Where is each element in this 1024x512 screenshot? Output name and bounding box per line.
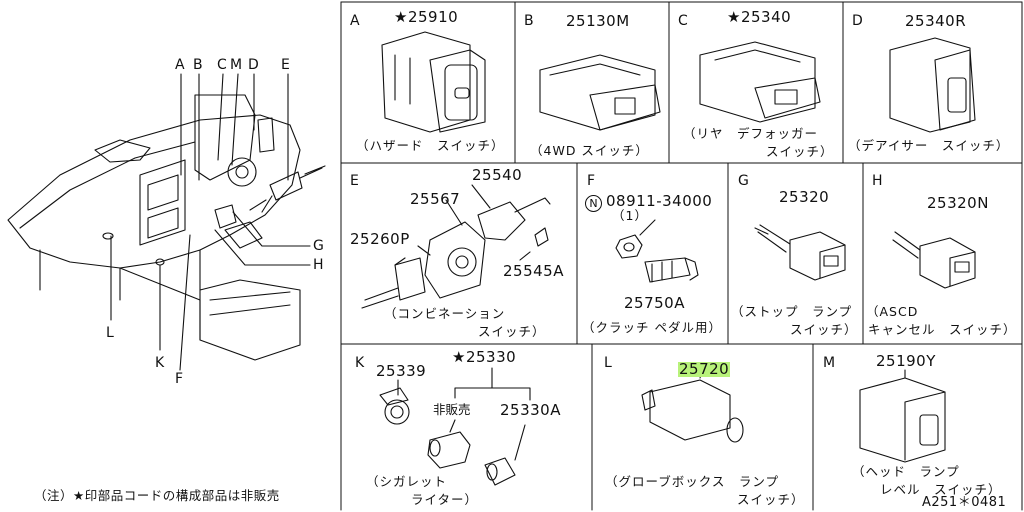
callout-A[interactable]: A (175, 57, 185, 73)
callout-H[interactable]: H (313, 257, 324, 273)
switch-C-drawing (699, 41, 821, 123)
caption-line2: スイッチ） (766, 144, 834, 159)
caption: （デアイサー スイッチ） (848, 138, 1010, 153)
switch-D-drawing (889, 37, 976, 133)
part-number-25260P[interactable]: 25260P (350, 230, 410, 248)
part-number[interactable]: 25340R (905, 12, 967, 30)
switch-F-drawing (615, 219, 699, 283)
panel-letter: G (738, 173, 749, 189)
caption-line1: （ストップ ランプ (731, 304, 853, 319)
footnote: （注）★印部品コードの構成部品は非販売 (34, 488, 280, 503)
caption-line1: （グローブボックス ランプ (605, 474, 780, 489)
part-number[interactable]: ★25340 (727, 8, 792, 26)
panel-letter: H (872, 173, 883, 189)
caption: （クラッチ ペダル用） (582, 320, 722, 335)
panel-letter: D (852, 13, 863, 29)
caption-line1: （ASCD (866, 304, 919, 319)
panel-letter: A (350, 13, 360, 29)
panel-letter: F (587, 173, 596, 189)
part-number-bolt-spec[interactable]: 08911-34000 (606, 192, 713, 210)
switch-E-drawing (361, 184, 551, 309)
caption-line2: スイッチ） (790, 322, 858, 337)
caption-line1: （コンビネーション (384, 306, 506, 321)
part-number-25330A[interactable]: 25330A (500, 401, 561, 419)
callout-F[interactable]: F (175, 371, 184, 387)
panel-letter: E (350, 173, 359, 189)
switch-H-drawing (892, 231, 976, 289)
switch-M-drawing (859, 369, 946, 463)
diagram-code: A251＊0481 (922, 495, 1007, 510)
panel-letter: K (355, 355, 365, 371)
caption: （ハザード スイッチ） (356, 138, 505, 153)
callout-K[interactable]: K (155, 355, 165, 371)
caption-line2: レベル スイッチ） (880, 482, 1002, 497)
callout-E[interactable]: E (281, 57, 290, 73)
callout-G[interactable]: G (313, 238, 324, 254)
part-number-25540[interactable]: 25540 (472, 166, 523, 184)
part-number[interactable]: ★25910 (394, 8, 459, 26)
caption-line2: スイッチ） (478, 324, 546, 339)
caption-line2: キャンセル スイッチ） (868, 322, 1017, 337)
switch-L-drawing (641, 371, 744, 443)
not-for-sale-label: 非販売 (433, 402, 471, 417)
part-number[interactable]: 25190Y (876, 352, 936, 370)
callout-B[interactable]: B (193, 57, 203, 73)
caption-line1: （リヤ デフォッガー (683, 126, 819, 141)
circled-symbol: N (585, 195, 602, 212)
part-number-25545A[interactable]: 25545A (503, 262, 564, 280)
callout-L[interactable]: L (106, 325, 114, 341)
dashboard-illustration (7, 73, 326, 371)
panel-letter: M (823, 355, 836, 371)
panel-letter: L (604, 355, 612, 371)
part-number[interactable]: 25130M (566, 12, 630, 30)
grid-lines (340, 1, 1023, 511)
part-number-25567[interactable]: 25567 (410, 190, 461, 208)
part-number[interactable]: 25750A (624, 294, 685, 312)
switch-K-drawing (379, 367, 531, 486)
switch-B-drawing (539, 54, 661, 131)
part-number[interactable]: 25320N (927, 194, 989, 212)
part-number[interactable]: 25320 (779, 188, 830, 206)
caption-line2: ライター） (411, 492, 479, 507)
switch-G-drawing (754, 224, 846, 281)
caption: （4WD スイッチ） (530, 143, 649, 158)
panel-letter: B (524, 13, 534, 29)
part-number-25330[interactable]: ★25330 (452, 348, 517, 366)
part-number-25339[interactable]: 25339 (376, 362, 427, 380)
part-number[interactable]: 25720 (678, 360, 731, 378)
callout-C[interactable]: C (217, 57, 227, 73)
caption-line1: （ヘッド ランプ (852, 464, 960, 479)
caption-line1: （シガレット (366, 474, 448, 489)
caption-line2: スイッチ） (737, 492, 805, 507)
switch-A-drawing (381, 31, 486, 133)
callout-M[interactable]: M (230, 57, 243, 73)
panel-letter: C (678, 13, 688, 29)
quantity: （1） (612, 208, 648, 223)
callout-D[interactable]: D (248, 57, 259, 73)
